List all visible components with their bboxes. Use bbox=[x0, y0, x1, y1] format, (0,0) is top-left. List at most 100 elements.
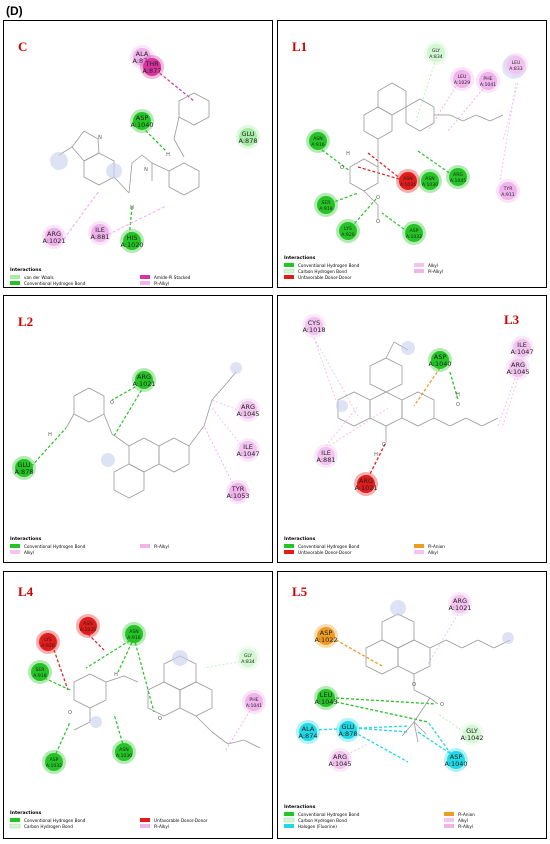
residue-name: ASN bbox=[129, 629, 139, 635]
residue-name: GLU bbox=[17, 461, 30, 469]
residue-number: A:1035 bbox=[400, 182, 416, 188]
residue-number: A:1035 bbox=[80, 627, 96, 633]
residue-name: ASN bbox=[119, 747, 129, 753]
residue-name: LEU bbox=[512, 60, 521, 66]
svg-text:Pi-Alkyl: Pi-Alkyl bbox=[458, 824, 473, 829]
svg-text:Unfavorable Donor-Donor: Unfavorable Donor-Donor bbox=[154, 818, 208, 823]
residue-number: A:1022 bbox=[314, 636, 337, 644]
svg-text:H: H bbox=[130, 205, 134, 211]
svg-text:Conventional Hydrogen Bond: Conventional Hydrogen Bond bbox=[24, 818, 86, 823]
svg-text:O: O bbox=[412, 682, 416, 688]
residue-number: A:834 bbox=[429, 54, 442, 60]
panel-l5: L5 bbox=[277, 571, 547, 839]
residue-name: ARG bbox=[137, 373, 151, 381]
residue-number: A:1047 bbox=[510, 348, 533, 356]
svg-text:H: H bbox=[456, 392, 460, 398]
svg-text:Pi-Alkyl: Pi-Alkyl bbox=[154, 544, 169, 549]
svg-text:O: O bbox=[110, 400, 114, 406]
interaction-diagram-l5: L5 bbox=[283, 584, 514, 829]
svg-text:Interactions: Interactions bbox=[284, 804, 316, 810]
svg-text:O: O bbox=[440, 702, 444, 708]
residue-number: A:1018 bbox=[302, 326, 325, 334]
interaction-lines bbox=[313, 337, 523, 479]
svg-text:H: H bbox=[48, 432, 52, 438]
svg-text:Conventional Hydrogen Bond: Conventional Hydrogen Bond bbox=[298, 544, 360, 549]
residue-number: A:1045 bbox=[450, 178, 466, 184]
panel-label: L2 bbox=[18, 314, 33, 329]
residue-name: ILE bbox=[517, 341, 527, 349]
residue-number: A:1045 bbox=[328, 760, 351, 768]
residue-number: A:1053 bbox=[226, 492, 249, 500]
svg-text:Carbon Hydrogen Bond: Carbon Hydrogen Bond bbox=[298, 269, 347, 274]
residue-number: A:833 bbox=[509, 66, 522, 72]
residue-number: A:1047 bbox=[236, 450, 259, 458]
residue-number: A:877 bbox=[143, 67, 162, 75]
residue-number: A:1032 bbox=[46, 763, 62, 769]
residue-name: ASP bbox=[136, 114, 149, 122]
residue-name: ASP bbox=[50, 757, 59, 763]
residue-name: LYS bbox=[344, 226, 352, 232]
residue-number: A:911 bbox=[501, 192, 514, 198]
legend: Interactions Conventional Hydrogen Bond … bbox=[283, 255, 443, 280]
svg-text:H: H bbox=[166, 152, 170, 158]
svg-text:Conventional Hydrogen Bond: Conventional Hydrogen Bond bbox=[298, 263, 360, 268]
interaction-lines bbox=[27, 381, 249, 495]
residue-number: A:874 bbox=[133, 57, 152, 65]
residue-name: THR bbox=[144, 60, 159, 68]
svg-text:O: O bbox=[68, 710, 72, 716]
svg-text:N: N bbox=[144, 167, 148, 173]
residue-number: A:1030 bbox=[422, 182, 438, 188]
svg-text:Alkyl: Alkyl bbox=[24, 550, 34, 555]
residue-name: ASP bbox=[434, 353, 447, 361]
residue-name: LYS bbox=[44, 637, 52, 643]
residue-number: A:1030 bbox=[116, 753, 132, 759]
residue-number: A:1029 bbox=[454, 80, 470, 86]
residue-name: ASN bbox=[313, 136, 323, 142]
residue-number: A:918 bbox=[319, 206, 332, 212]
residue-number: A:1045 bbox=[236, 410, 259, 418]
svg-text:Alkyl: Alkyl bbox=[458, 818, 468, 823]
residue-name: ARG bbox=[511, 361, 525, 369]
residue-number: A:881 bbox=[317, 456, 336, 464]
legend: Interactions Conventional Hydrogen Bond … bbox=[9, 810, 208, 829]
svg-text:Alkyl: Alkyl bbox=[428, 550, 438, 555]
residue-name: ILE bbox=[243, 443, 253, 451]
residue-number: A:878 bbox=[239, 137, 258, 145]
legend: Interactions Conventional Hydrogen Bond … bbox=[283, 804, 475, 829]
residue-name: HIS bbox=[127, 234, 138, 242]
svg-text:N: N bbox=[98, 135, 102, 141]
svg-text:Interactions: Interactions bbox=[10, 810, 42, 816]
legend: Interactions van der Waals Conventional … bbox=[10, 267, 191, 286]
residue-number: A:916 bbox=[127, 635, 140, 641]
panel-l4: L4 H O O bbox=[3, 571, 273, 839]
residue-number: A:1032 bbox=[406, 234, 422, 240]
residue-name: ASP bbox=[320, 629, 333, 637]
panel-label: L3 bbox=[504, 312, 520, 327]
residue-name: GLY bbox=[466, 727, 478, 735]
residue-number: A:1021 bbox=[354, 484, 377, 492]
ligand-structure bbox=[73, 655, 261, 749]
